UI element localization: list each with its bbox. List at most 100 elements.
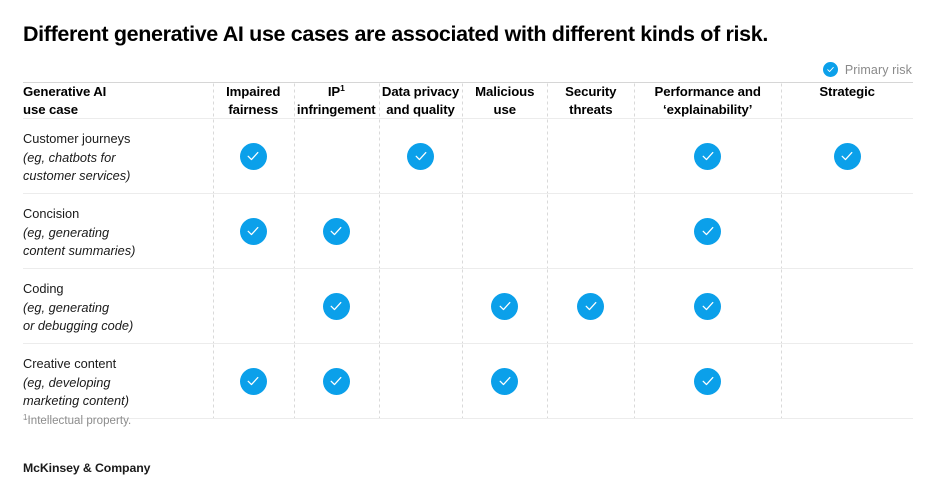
- cell-concision-performance-and-explainability: [634, 193, 782, 269]
- column-header-use-case-line2: use case: [23, 101, 78, 117]
- cell-inner: [781, 344, 913, 418]
- column-header-performance-and-explainability: Performance and ‘explainability’: [634, 82, 782, 119]
- column-header-data-privacy-line1: Data privacy: [381, 84, 460, 99]
- footnote: 1Intellectual property.: [23, 413, 131, 427]
- cell-customer-journeys-security-threats: [547, 118, 635, 194]
- check-circle-icon: [239, 142, 267, 170]
- cell-creative-content-strategic: [781, 343, 913, 419]
- cell-customer-journeys-strategic: [781, 118, 913, 194]
- cell-customer-journeys-performance-and-explainability: [634, 118, 782, 194]
- cell-coding-performance-and-explainability: [634, 268, 782, 344]
- row-label: Concision: [23, 206, 80, 222]
- check-circle-icon: [322, 292, 350, 320]
- column-header-malicious-use: Malicious use: [462, 82, 548, 119]
- risk-matrix-table: Generative AI use case Impaired fairness…: [23, 82, 913, 419]
- cell-inner: [379, 194, 462, 268]
- cell-customer-journeys-malicious-use: [462, 118, 548, 194]
- cell-inner: [634, 119, 781, 193]
- legend-label: Primary risk: [844, 62, 912, 77]
- row-example-line2: marketing content): [23, 393, 129, 409]
- cell-inner: [379, 269, 462, 343]
- cell-inner: [379, 119, 462, 193]
- cell-inner: [294, 194, 379, 268]
- cell-inner: [213, 269, 294, 343]
- row-example-line2: or debugging code): [23, 318, 134, 334]
- column-header-ip-infringement-line1: IP1: [294, 83, 379, 101]
- cell-inner: [462, 344, 547, 418]
- cell-coding-strategic: [781, 268, 913, 344]
- cell-coding-ip-infringement: [293, 268, 379, 344]
- row-example-line1: (eg, generating: [23, 299, 110, 315]
- check-circle-icon: [694, 217, 722, 245]
- cell-inner: [634, 344, 781, 418]
- cell-inner: [213, 119, 294, 193]
- cell-concision-strategic: [781, 193, 913, 269]
- column-header-impaired-fairness-line1: Impaired: [226, 84, 281, 99]
- row-example-line1: (eg, generating: [23, 224, 110, 240]
- cell-customer-journeys-impaired-fairness: [212, 118, 294, 194]
- row-label: Customer journeys: [23, 131, 131, 147]
- page-title: Different generative AI use cases are as…: [23, 22, 768, 46]
- column-header-ip-infringement-line2: infringement: [296, 101, 376, 117]
- row-label: Creative content: [23, 356, 117, 372]
- cell-creative-content-impaired-fairness: [212, 343, 294, 419]
- cell-creative-content-security-threats: [547, 343, 635, 419]
- check-circle-icon: [577, 292, 605, 320]
- column-header-performance-line2: ‘explainability’: [663, 101, 753, 117]
- cell-coding-malicious-use: [462, 268, 548, 344]
- column-header-ip-text: IP: [327, 84, 341, 99]
- column-header-strategic: Strategic: [781, 82, 913, 119]
- check-circle-icon: [694, 292, 722, 320]
- cell-inner: [213, 194, 294, 268]
- check-circle-icon: [491, 367, 519, 395]
- row-example-line1: (eg, chatbots for: [23, 149, 116, 165]
- cell-concision-malicious-use: [462, 193, 548, 269]
- cell-coding-security-threats: [547, 268, 635, 344]
- row-example-line2: content summaries): [23, 243, 136, 259]
- column-header-impaired-fairness-line2: fairness: [228, 101, 279, 117]
- column-header-use-case-line1: Generative AI: [23, 84, 107, 99]
- cell-inner: [781, 269, 913, 343]
- column-header-malicious-use-line2: use: [493, 101, 517, 117]
- table-header: Generative AI use case Impaired fairness…: [23, 82, 913, 119]
- cell-inner: [781, 119, 913, 193]
- check-circle-icon: [491, 292, 519, 320]
- cell-inner: [547, 119, 634, 193]
- cell-customer-journeys-ip-infringement: [293, 118, 379, 194]
- check-circle-icon: [322, 367, 350, 395]
- column-header-malicious-use-line1: Malicious: [475, 84, 535, 99]
- row-header-creative-content: Creative content (eg, developing marketing…: [23, 344, 213, 419]
- column-header-ip-infringement: IP1 infringement: [293, 82, 379, 119]
- cell-creative-content-malicious-use: [462, 343, 548, 419]
- cell-coding-impaired-fairness: [212, 268, 294, 344]
- check-circle-icon: [833, 142, 861, 170]
- cell-inner: [294, 119, 379, 193]
- cell-customer-journeys-data-privacy-and-quality: [378, 118, 463, 194]
- cell-inner: [379, 344, 462, 418]
- table-row: Concision (eg, generating content summarie…: [23, 193, 913, 269]
- cell-concision-ip-infringement: [293, 193, 379, 269]
- row-example-line1: (eg, developing: [23, 374, 111, 390]
- column-header-strategic-line1: Strategic: [819, 84, 875, 99]
- cell-inner: [634, 269, 781, 343]
- cell-inner: [462, 119, 547, 193]
- column-header-impaired-fairness: Impaired fairness: [212, 82, 294, 119]
- footnote-marker: 1: [340, 83, 345, 93]
- column-header-data-privacy-line2: and quality: [386, 101, 455, 117]
- cell-creative-content-performance-and-explainability: [634, 343, 782, 419]
- cell-inner: [547, 194, 634, 268]
- cell-creative-content-data-privacy-and-quality: [378, 343, 463, 419]
- check-circle-icon: [407, 142, 435, 170]
- check-circle-icon: [239, 367, 267, 395]
- source-attribution: McKinsey & Company: [23, 461, 151, 475]
- cell-concision-impaired-fairness: [212, 193, 294, 269]
- legend: Primary risk: [822, 62, 912, 77]
- column-header-use-case: Generative AI use case: [23, 83, 213, 119]
- cell-inner: [462, 194, 547, 268]
- footnote-text: Intellectual property.: [27, 415, 132, 427]
- cell-inner: [294, 269, 379, 343]
